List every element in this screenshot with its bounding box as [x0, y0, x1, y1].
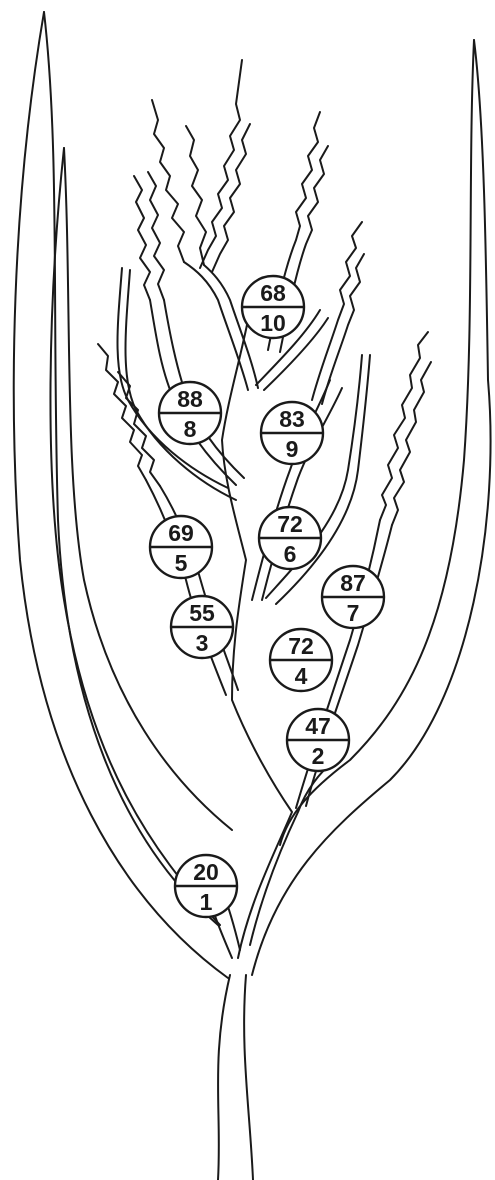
node-1-bottom-value: 1 — [200, 889, 213, 915]
node-2: 47 2 — [287, 709, 349, 771]
node-8-bottom-value: 8 — [184, 416, 197, 442]
node-8-top-value: 88 — [177, 386, 203, 412]
node-4: 72 4 — [270, 629, 332, 691]
node-3-bottom-value: 3 — [196, 630, 209, 656]
node-9: 83 9 — [261, 402, 323, 464]
node-5-bottom-value: 5 — [175, 550, 188, 576]
outer-leaf-left — [14, 12, 228, 978]
node-10-top-value: 68 — [260, 280, 286, 306]
node-1-top-value: 20 — [193, 859, 219, 885]
node-2-top-value: 47 — [305, 713, 331, 739]
node-5: 69 5 — [150, 516, 212, 578]
node-7-bottom-value: 7 — [347, 600, 360, 626]
node-1: 20 1 — [175, 855, 237, 917]
branch-top — [152, 60, 364, 404]
node-6: 72 6 — [259, 507, 321, 569]
node-5-top-value: 69 — [168, 520, 194, 546]
node-4-top-value: 72 — [288, 633, 314, 659]
node-6-top-value: 72 — [277, 511, 303, 537]
node-3-top-value: 55 — [189, 600, 215, 626]
main-stem — [218, 975, 253, 1180]
node-10: 68 10 — [242, 276, 304, 338]
node-9-bottom-value: 9 — [286, 436, 299, 462]
node-4-bottom-value: 4 — [295, 663, 308, 689]
node-2-bottom-value: 2 — [312, 743, 325, 769]
node-9-top-value: 83 — [279, 406, 305, 432]
node-8: 88 8 — [159, 382, 221, 444]
node-7: 87 7 — [322, 566, 384, 628]
node-10-bottom-value: 10 — [260, 310, 286, 336]
node-6-bottom-value: 6 — [284, 541, 297, 567]
node-7-top-value: 87 — [340, 570, 366, 596]
node-3: 55 3 — [171, 596, 233, 658]
branch-left-upper — [118, 172, 245, 500]
